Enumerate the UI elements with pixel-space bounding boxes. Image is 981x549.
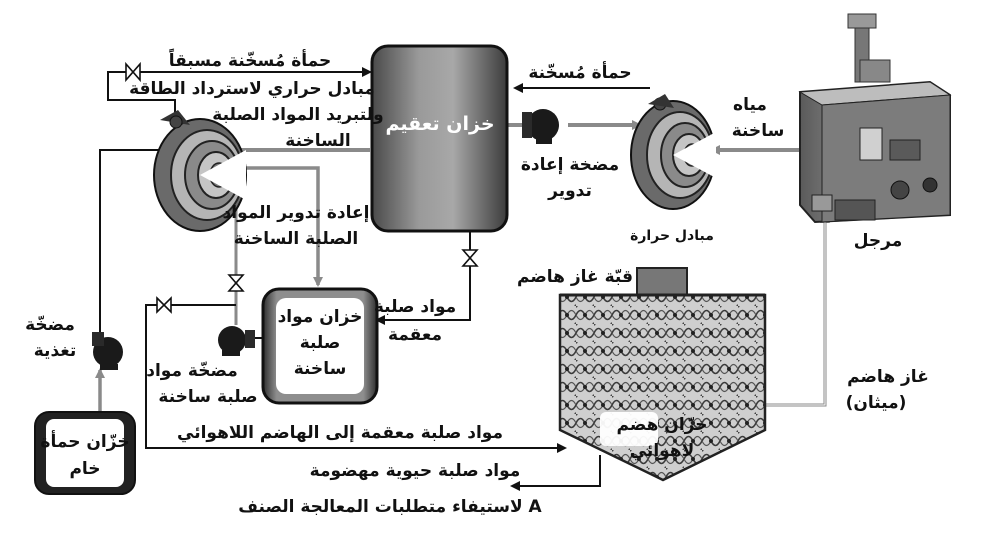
raw-sludge-tank-label-1: خزّان حمأة — [40, 430, 129, 452]
pasteurization-tank — [370, 44, 509, 233]
hot-solids-tank-label-2: صلبة — [300, 333, 341, 353]
hot-solids-pump-icon — [218, 326, 255, 356]
hot-water-label-1: مياه — [733, 95, 767, 115]
anaerobic-digester-icon — [558, 267, 767, 482]
heat-exchanger-recovery-icon — [153, 110, 247, 232]
hot-solids-pump-label-2: صلبة ساخنة — [158, 387, 257, 407]
anaerobic-digester-label-2: لاهوائي — [630, 441, 695, 461]
class-a-label: لاستيفاء متطلبات المعالجة الصنف A — [238, 497, 542, 517]
recycle-hot-solids-label-2: الصلبة الساخنة — [234, 229, 358, 249]
digester-dome-label: قبّة غاز هاضم — [517, 267, 633, 287]
feed-pump-icon — [92, 332, 123, 370]
heat-exchanger-icon — [630, 94, 716, 210]
valve-pasteurized — [461, 249, 479, 267]
recovery-exchanger-label-3: الساخنة — [285, 131, 350, 151]
recirculation-pump-label-1: مضخة إعادة — [521, 155, 619, 175]
pipe-preheated-to-pasteurizer — [107, 67, 372, 120]
feed-pump-label-1: مضخّة — [25, 315, 75, 335]
hot-solids-pump-label-1: مضخّة مواد — [146, 361, 238, 381]
digester-gas-label-1: غاز هاضم — [847, 367, 929, 387]
valve-to-digester — [156, 296, 172, 314]
raw-sludge-tank-inner — [46, 419, 124, 487]
raw-sludge-tank-label-2: خام — [69, 459, 100, 479]
boiler-icon — [798, 13, 952, 224]
feed-pump-label-2: تغذية — [34, 341, 77, 361]
valve-hot-solids — [227, 274, 245, 292]
pasteurized-solids-label-1: مواد صلبة — [374, 297, 456, 317]
digester-gas-label-2: (ميثان) — [846, 393, 907, 413]
pasteurization-tank-label: خزان تعقيم — [385, 113, 494, 135]
valve-preheated — [125, 61, 141, 83]
preheated-sludge-label: حمأة مُسخّنة مسبقاً — [168, 47, 331, 71]
pipe-to-digester — [145, 304, 567, 453]
recycle-hot-solids-label-1: إعادة تدوير المواد — [223, 203, 370, 223]
hot-solids-tank-label-1: خزان مواد — [278, 307, 363, 327]
pipe-digested-out — [510, 455, 601, 491]
hot-solids-tank-inner — [276, 298, 364, 394]
hot-solids-tank-label-3: ساخنة — [294, 359, 347, 379]
to-digester-label: مواد صلبة معقمة إلى الهاضم اللاهوائي — [177, 423, 503, 443]
pipe-feed-to-exchanger — [99, 149, 160, 335]
recovery-exchanger-label-1: مبادل حراري لاسترداد الطاقة — [129, 79, 375, 99]
recirculation-pump-icon — [522, 109, 559, 144]
heated-sludge-label: حمأة مُسخّنة — [528, 61, 631, 83]
recovery-exchanger-label-2: ولتبريد المواد الصلبة — [212, 105, 383, 125]
hot-water-label-2: ساخنة — [732, 121, 785, 141]
digested-biosolids-label: مواد صلبة حيوية مهضومة — [310, 461, 521, 481]
boiler-label: مرجل — [854, 231, 903, 251]
heat-exchanger-label: مبادل حرارة — [630, 228, 714, 244]
pasteurized-solids-label-2: معقمة — [388, 325, 442, 345]
anaerobic-digester-label-1: خزّان هضم — [617, 415, 708, 435]
recirculation-pump-label-2: تدوير — [547, 181, 592, 201]
